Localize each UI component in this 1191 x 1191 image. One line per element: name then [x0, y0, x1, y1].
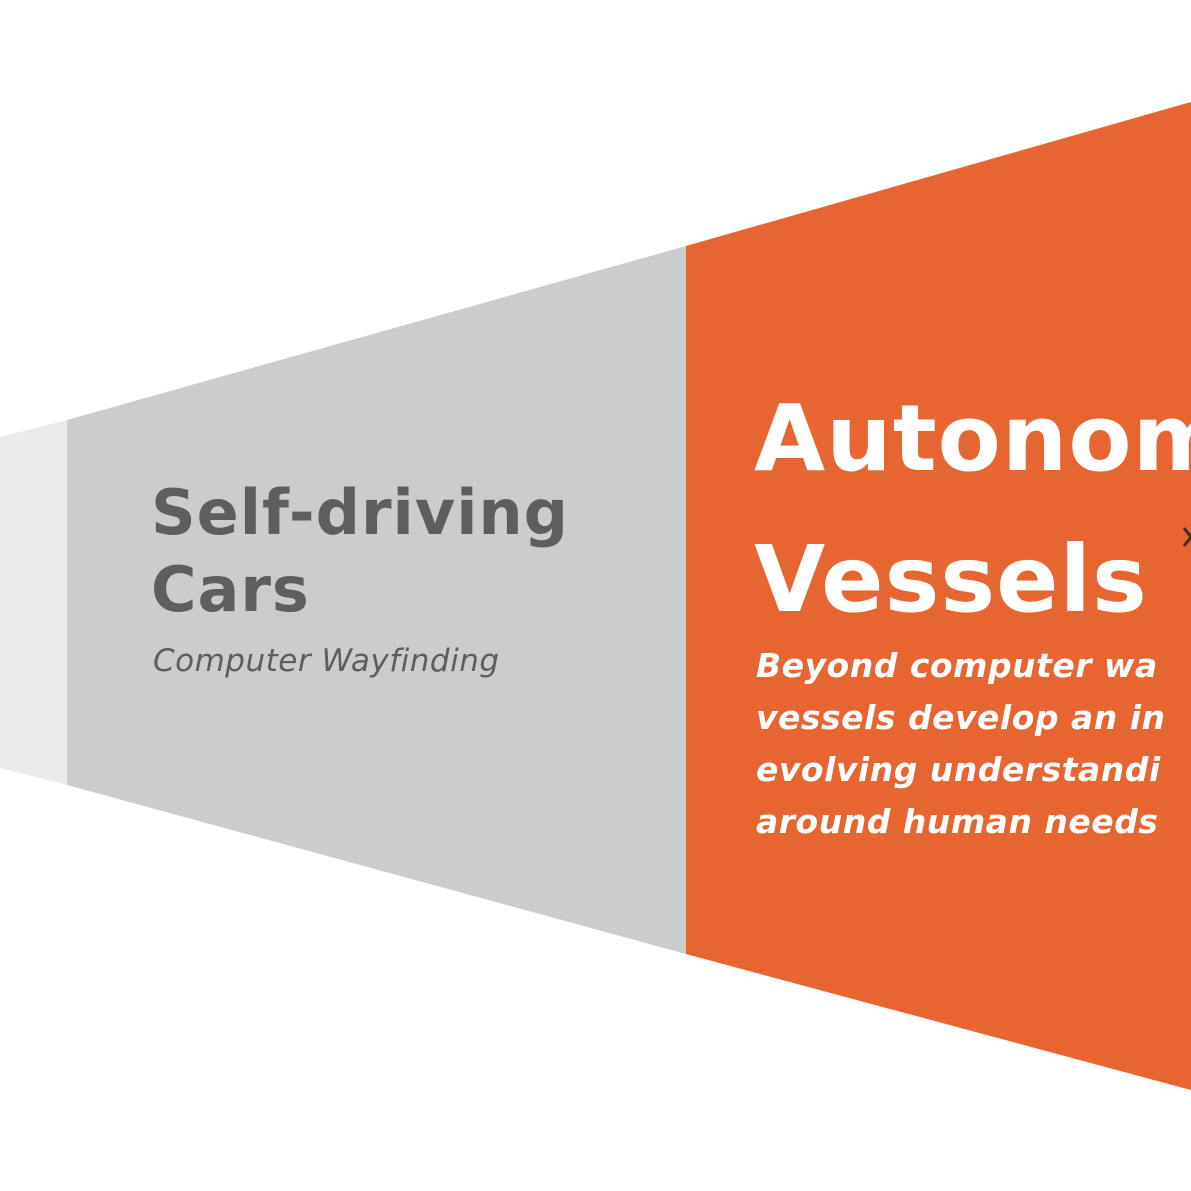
self-driving-cars-title-line-2: Cars — [151, 553, 310, 626]
autonomous-vessels-description: Beyond computer wa vessels develop an in… — [756, 640, 1191, 848]
funnel-segment-autonomous-vessels — [686, 102, 1191, 1090]
autonomous-vessels-title: Autonom Vessels — [754, 368, 1191, 650]
autonomous-vessels-description-line-3: evolving understandi — [756, 750, 1161, 789]
autonomous-vessels-title-line-1: Autonom — [754, 385, 1191, 492]
autonomous-vessels-title-line-2: Vessels — [754, 526, 1148, 633]
funnel-segment-self-driving-cars — [67, 246, 686, 954]
chevron-right-icon — [1183, 527, 1191, 547]
self-driving-cars-subtitle: Computer Wayfinding — [153, 643, 500, 679]
funnel-segment-pale — [0, 420, 67, 785]
self-driving-cars-title: Self-driving Cars — [151, 474, 671, 628]
autonomous-vessels-panel: Autonom Vessels Beyond computer wa vesse… — [686, 100, 1191, 1100]
autonomous-vessels-description-line-1: Beyond computer wa — [756, 646, 1158, 685]
autonomous-vessels-description-line-2: vessels develop an in — [756, 698, 1166, 737]
self-driving-cars-title-line-1: Self-driving — [151, 476, 569, 549]
autonomous-vessels-description-line-4: around human needs — [756, 802, 1159, 841]
